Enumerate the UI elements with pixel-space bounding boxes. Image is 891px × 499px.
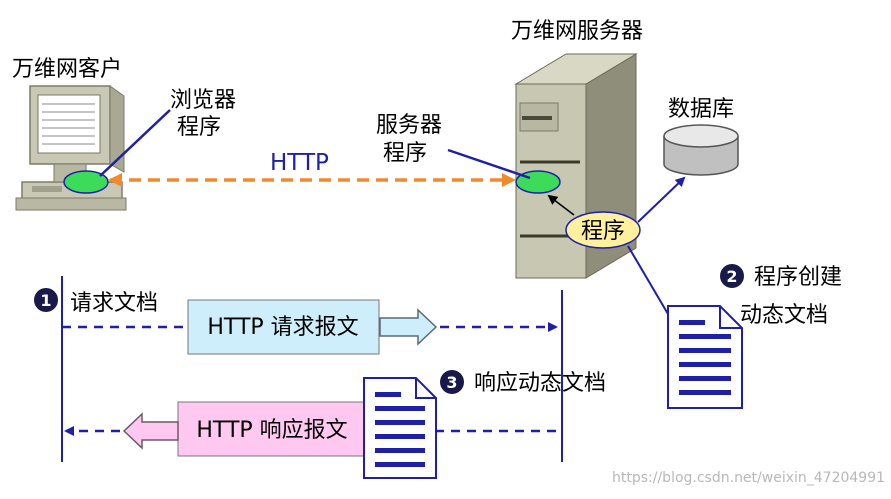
browser-label-line1: 浏览器: [170, 88, 236, 113]
step-two-label-line2: 动态文档: [740, 303, 828, 328]
response-document-icon: [363, 377, 437, 479]
step-one-label: 请求文档: [70, 291, 158, 316]
http-arrowhead-right: [502, 173, 516, 187]
request-message-box: [187, 299, 380, 355]
program-ellipse: [565, 211, 641, 249]
server-title: 万维网服务器: [511, 19, 643, 44]
program-to-document-line: [627, 245, 669, 315]
step-two-badge: [720, 264, 744, 288]
browser-program-ellipse: [63, 170, 109, 194]
http-arrowhead-left: [108, 173, 122, 187]
step-two-number: 2: [726, 267, 737, 286]
database-label: 数据库: [668, 97, 734, 122]
server-program-pointer-line: [447, 148, 531, 180]
request-message-label: HTTP 请求报文: [207, 315, 358, 340]
client-title: 万维网客户: [12, 57, 122, 82]
step-three-badge: [440, 370, 464, 394]
http-label: HTTP: [270, 150, 329, 176]
request-block-arrow: [379, 308, 438, 346]
server-program-label-line2: 程序: [383, 141, 427, 166]
database-cylinder-icon: [663, 124, 739, 176]
step-one-badge: [34, 288, 58, 312]
response-message-box: [177, 401, 367, 457]
dynamic-document-icon: [667, 305, 743, 409]
response-message-label: HTTP 响应报文: [196, 418, 347, 443]
response-block-arrow: [122, 412, 179, 450]
browser-pointer-line: [99, 109, 171, 177]
program-label: 程序: [581, 219, 625, 244]
program-to-database-arrow: [637, 176, 686, 223]
client-computer-icon: [15, 85, 127, 211]
step-one-number: 1: [40, 291, 51, 310]
server-program-label-line1: 服务器: [376, 113, 442, 138]
step-two-label-line1: 程序创建: [754, 265, 842, 290]
browser-label-line2: 程序: [177, 115, 221, 140]
step-three-label: 响应动态文档: [474, 371, 606, 396]
program-to-server-arrow: [547, 194, 575, 216]
watermark: https://blog.csdn.net/weixin_47204991: [612, 470, 885, 486]
step-three-number: 3: [446, 373, 457, 392]
